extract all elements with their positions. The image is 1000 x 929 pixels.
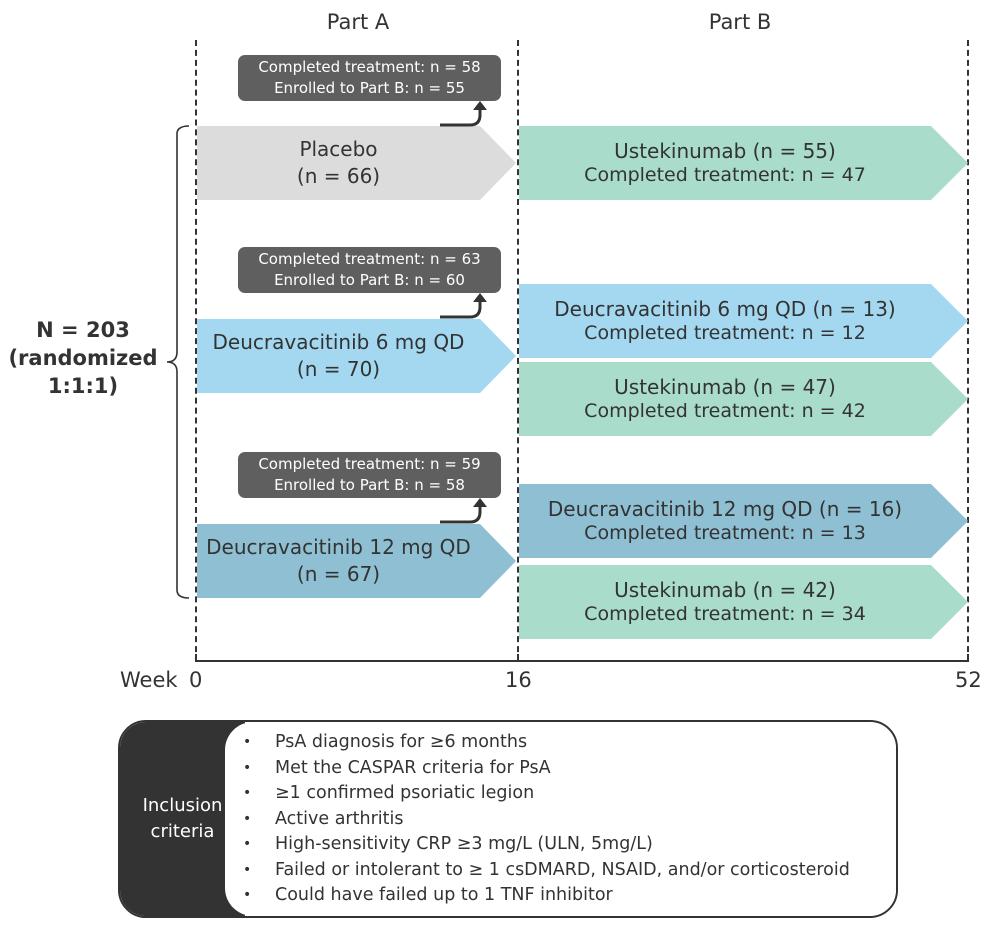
partb-arm-completed: Completed treatment: n = 12	[584, 322, 866, 344]
total-randomized-label: N = 203 (randomized 1:1:1)	[8, 316, 158, 400]
week-52-dashed-line	[967, 40, 969, 662]
arm-name: Deucravacitinib 12 mg QD	[206, 535, 471, 559]
week-0-dashed-line	[195, 40, 197, 662]
arm-n: (n = 67)	[296, 562, 381, 586]
week-axis	[196, 660, 969, 662]
partb-arm-name: Ustekinumab (n = 42)	[614, 578, 836, 602]
partb-arm-completed: Completed treatment: n = 13	[584, 522, 866, 544]
callout-completed: Completed treatment: n = 59	[258, 455, 481, 473]
arm-name: Deucravacitinib 6 mg QD	[212, 330, 465, 354]
partb-arm-ustekinumab-from-deuc12: Ustekinumab (n = 42) Completed treatment…	[519, 565, 969, 639]
callout-deucravacitinib-12mg: Completed treatment: n = 59 Enrolled to …	[238, 452, 501, 498]
callout-placebo: Completed treatment: n = 58 Enrolled to …	[238, 55, 501, 101]
arm-name: Placebo	[299, 137, 378, 161]
inclusion-criteria-box: Inclusion criteria PsA diagnosis for ≥6 …	[118, 720, 898, 918]
callout-completed: Completed treatment: n = 58	[258, 58, 481, 76]
criteria-item: PsA diagnosis for ≥6 months	[225, 730, 896, 756]
arm-deucravacitinib-6mg: Deucravacitinib 6 mg QD (n = 70)	[197, 319, 517, 393]
criteria-item: Active arthritis	[225, 807, 896, 833]
partb-deuc12-shape	[519, 484, 968, 558]
partb-arm-name: Deucravacitinib 12 mg QD (n = 16)	[547, 497, 903, 521]
criteria-item: Met the CASPAR criteria for PsA	[225, 756, 896, 782]
inclusion-title-line1: Inclusion	[142, 795, 223, 816]
partb-ustek-shape	[519, 565, 968, 639]
enroll-arrow-icon	[440, 293, 487, 319]
arm-n: (n = 70)	[296, 357, 381, 381]
criteria-item: Failed or intolerant to ≥ 1 csDMARD, NSA…	[225, 858, 896, 884]
arm-n: (n = 66)	[296, 164, 381, 188]
tick-week-0	[195, 654, 197, 662]
criteria-item: Could have failed up to 1 TNF inhibitor	[225, 883, 896, 909]
week-tick-label-52: 52	[955, 668, 982, 692]
tick-week-52	[967, 654, 969, 662]
partb-arm-deucravacitinib-6mg: Deucravacitinib 6 mg QD (n = 13) Complet…	[519, 284, 969, 358]
week-axis-label: Week	[120, 668, 178, 692]
randomization-brace	[166, 125, 190, 599]
total-ratio: 1:1:1)	[47, 374, 119, 398]
callout-enrolled: Enrolled to Part B: n = 58	[274, 476, 465, 494]
criteria-item: ≥1 confirmed psoriatic legion	[225, 781, 896, 807]
total-n: N = 203	[36, 318, 130, 342]
week-tick-label-0: 0	[189, 668, 203, 692]
partb-arm-ustekinumab-from-deuc6: Ustekinumab (n = 47) Completed treatment…	[519, 362, 969, 436]
enroll-arrow-icon	[440, 101, 487, 127]
partb-ustek-shape	[519, 126, 968, 200]
arm-deuc6-shape	[197, 319, 516, 393]
week-tick-label-16: 16	[505, 668, 532, 692]
arm-placebo-shape	[197, 126, 516, 200]
partb-arm-name: Ustekinumab (n = 47)	[614, 375, 836, 399]
inclusion-criteria-list: PsA diagnosis for ≥6 months Met the CASP…	[225, 722, 896, 909]
inclusion-criteria-list-panel: PsA diagnosis for ≥6 months Met the CASP…	[225, 722, 896, 916]
partb-arm-name: Deucravacitinib 6 mg QD (n = 13)	[554, 297, 896, 321]
week-16-dashed-line	[517, 40, 519, 662]
arm-placebo: Placebo (n = 66)	[197, 126, 517, 200]
partb-arm-completed: Completed treatment: n = 42	[584, 400, 866, 422]
partb-arm-name: Ustekinumab (n = 55)	[614, 139, 836, 163]
arm-deuc12-shape	[197, 524, 516, 598]
part-b-label: Part B	[708, 10, 772, 34]
part-a-label: Part A	[326, 10, 390, 34]
callout-deucravacitinib-6mg: Completed treatment: n = 63 Enrolled to …	[238, 247, 501, 293]
partb-arm-ustekinumab-from-placebo: Ustekinumab (n = 55) Completed treatment…	[519, 126, 969, 200]
partb-arm-completed: Completed treatment: n = 34	[584, 603, 866, 625]
callout-completed: Completed treatment: n = 63	[258, 250, 481, 268]
partb-arm-completed: Completed treatment: n = 47	[584, 164, 866, 186]
total-randomized: (randomized	[8, 346, 158, 370]
inclusion-title-line2: criteria	[150, 821, 215, 842]
callout-enrolled: Enrolled to Part B: n = 55	[274, 79, 465, 97]
enroll-arrow-icon	[440, 498, 487, 524]
criteria-item: High-sensitivity CRP ≥3 mg/L (ULN, 5mg/L…	[225, 832, 896, 858]
partb-arm-deucravacitinib-12mg: Deucravacitinib 12 mg QD (n = 16) Comple…	[519, 484, 969, 558]
tick-week-16	[517, 654, 519, 662]
partb-ustek-shape	[519, 362, 968, 436]
arm-deucravacitinib-12mg: Deucravacitinib 12 mg QD (n = 67)	[197, 524, 517, 598]
partb-deuc6-shape	[519, 284, 968, 358]
callout-enrolled: Enrolled to Part B: n = 60	[274, 271, 465, 289]
